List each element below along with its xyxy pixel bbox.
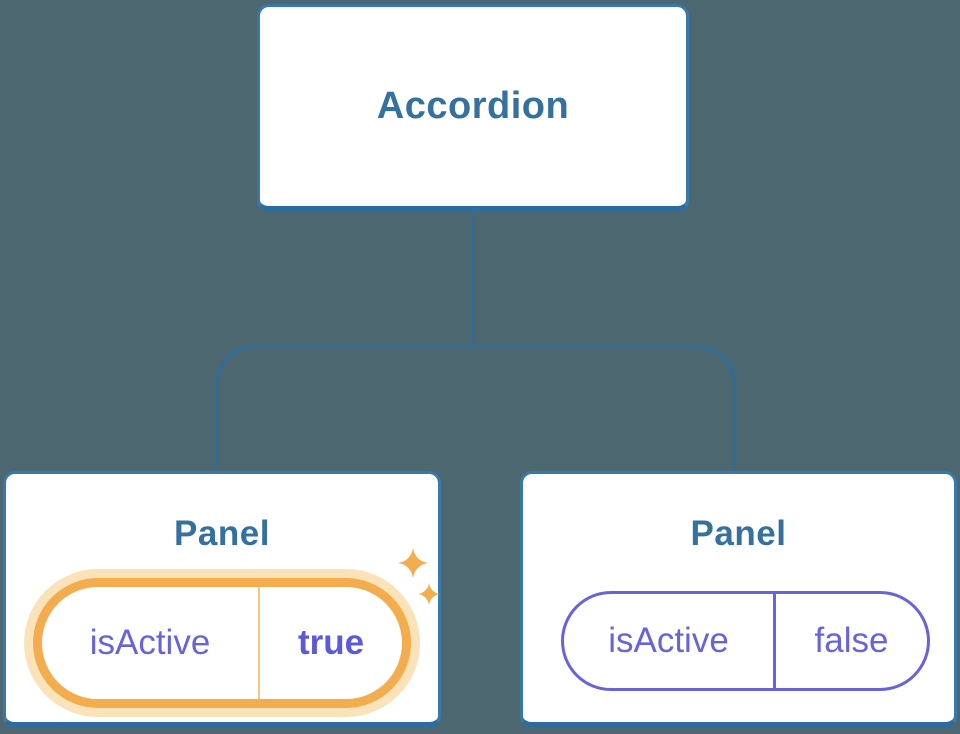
connector-branch bbox=[215, 345, 736, 472]
connector-stem bbox=[471, 210, 474, 348]
state-key: isActive bbox=[564, 594, 776, 688]
accordion-label: Accordion bbox=[376, 85, 570, 127]
panel-title: Panel bbox=[690, 514, 787, 553]
sparkles-icon bbox=[398, 548, 441, 606]
state-key: isActive bbox=[42, 587, 260, 699]
state-value: false bbox=[814, 621, 889, 660]
state-value: true bbox=[297, 623, 365, 662]
panel-title: Panel bbox=[174, 514, 270, 553]
state-pill-inactive: isActive false bbox=[561, 591, 930, 691]
panel-node-inactive: Panel isActive false bbox=[520, 471, 957, 728]
accordion-node: Accordion bbox=[257, 4, 689, 212]
state-pill-active: isActive true bbox=[33, 578, 411, 708]
panel-node-active: Panel isActive true bbox=[3, 471, 441, 728]
